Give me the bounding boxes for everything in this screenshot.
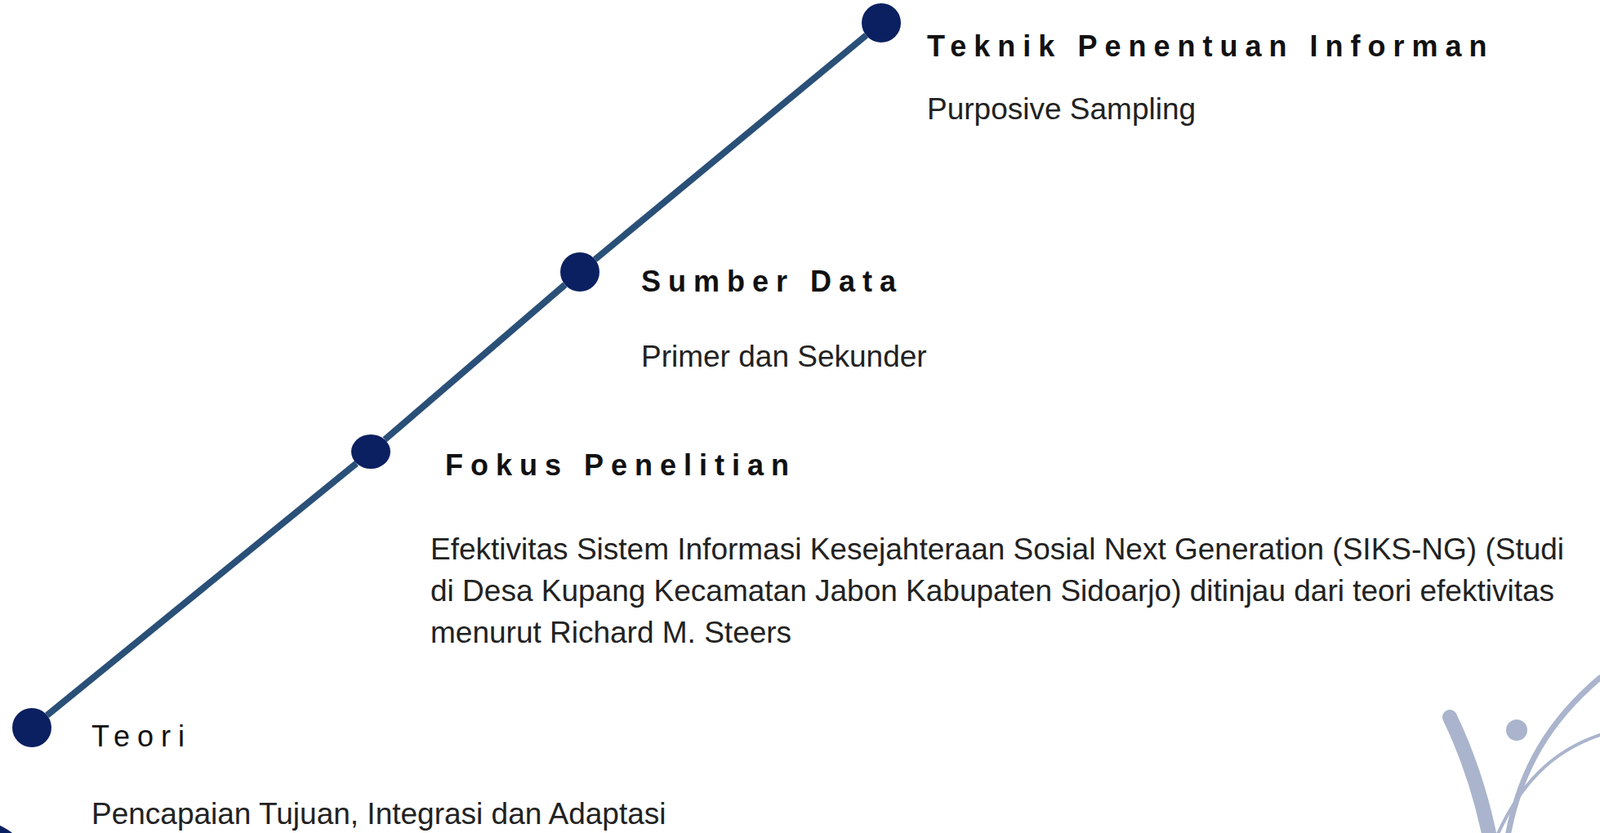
timeline-dot: TeoriPencapaian Tujuan, Integrasi dan Ad…: [12, 708, 52, 748]
step-heading: Fokus Penelitian: [445, 447, 797, 484]
timeline-line: [47, 463, 357, 716]
step-heading: Teori: [91, 718, 192, 755]
step-description: Primer dan Sekunder: [641, 335, 928, 378]
timeline-dot: Fokus PenelitianEfektivitas Sistem Infor…: [351, 434, 391, 469]
step-description: Pencapaian Tujuan, Integrasi dan Adaptas…: [91, 793, 667, 833]
swirl-ornament: [1449, 677, 1600, 833]
timeline-dot: Sumber DataPrimer dan Sekunder: [560, 252, 600, 292]
step-description: Purposive Sampling: [927, 88, 1196, 130]
corner-circle: [0, 816, 45, 833]
timeline-dot: Teknik Penentuan InformanPurposive Sampl…: [861, 3, 901, 43]
step-heading: Teknik Penentuan Informan: [927, 28, 1494, 65]
step-heading: Sumber Data: [641, 263, 904, 300]
timeline-line: [384, 285, 566, 441]
step-description: Efektivitas Sistem Informasi Kesejahtera…: [430, 528, 1591, 654]
timeline-line: [594, 35, 866, 259]
